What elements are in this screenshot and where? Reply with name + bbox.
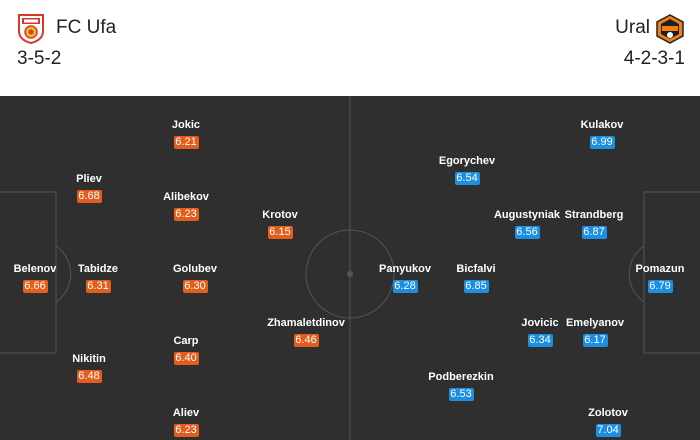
- player-zhamaletdinov[interactable]: Zhamaletdinov 6.46: [246, 316, 366, 348]
- player-egorychev[interactable]: Egorychev 6.54: [407, 154, 527, 186]
- player-name: Kulakov: [580, 119, 624, 131]
- player-name: Golubev: [172, 263, 217, 275]
- player-rating: 6.28: [392, 280, 418, 293]
- player-aliev[interactable]: Aliev 6.23: [126, 406, 246, 438]
- player-name: Aliev: [172, 407, 200, 419]
- player-rating: 6.46: [293, 334, 319, 347]
- player-name: Nikitin: [72, 353, 106, 365]
- player-kulakov[interactable]: Kulakov 6.99: [542, 118, 662, 150]
- player-name: Panyukov: [379, 263, 431, 275]
- player-rating: 6.15: [267, 226, 293, 239]
- lineup-header: FC Ufa 3-5-2 Ural 4-2-3-1: [0, 0, 700, 96]
- player-golubev[interactable]: Golubev 6.30: [135, 262, 255, 294]
- player-carp[interactable]: Carp 6.40: [126, 334, 246, 366]
- player-name: Pomazun: [635, 263, 685, 275]
- player-bicfalvi[interactable]: Bicfalvi 6.85: [416, 262, 536, 294]
- player-name: Krotov: [262, 209, 298, 221]
- player-alibekov[interactable]: Alibekov 6.23: [126, 190, 246, 222]
- player-name: Podberezkin: [428, 371, 494, 383]
- player-strandberg[interactable]: Strandberg 6.87: [534, 208, 654, 240]
- player-rating: 6.34: [527, 334, 553, 347]
- player-jokic[interactable]: Jokic 6.21: [126, 118, 246, 150]
- player-pliev[interactable]: Pliev 6.68: [29, 172, 149, 204]
- player-name: Pliev: [76, 173, 102, 185]
- player-rating: 6.48: [76, 370, 102, 383]
- player-rating: 6.99: [589, 136, 615, 149]
- pitch-markings: [0, 96, 700, 440]
- player-name: Carp: [173, 335, 199, 347]
- player-pomazun[interactable]: Pomazun 6.79: [600, 262, 700, 294]
- player-jovicic[interactable]: Jovicic 6.34: [480, 316, 600, 348]
- player-krotov[interactable]: Krotov 6.15: [220, 208, 340, 240]
- player-name: Strandberg: [564, 209, 624, 221]
- player-rating: 6.68: [76, 190, 102, 203]
- away-team-name[interactable]: Ural: [615, 17, 650, 38]
- player-emelyanov[interactable]: Emelyanov 6.17: [535, 316, 655, 348]
- home-team-name[interactable]: FC Ufa: [56, 17, 117, 38]
- player-rating: 6.21: [173, 136, 199, 149]
- player-nikitin[interactable]: Nikitin 6.48: [29, 352, 149, 384]
- player-name: Egorychev: [438, 155, 496, 167]
- player-name: Zolotov: [588, 407, 628, 419]
- home-formation: 3-5-2: [17, 48, 62, 69]
- player-rating: 6.40: [173, 352, 199, 365]
- player-zolotov[interactable]: Zolotov 7.04: [548, 406, 668, 438]
- player-name: Alibekov: [163, 191, 209, 203]
- player-rating: 6.79: [647, 280, 673, 293]
- player-name: Jovicic: [521, 317, 559, 329]
- player-rating: 6.23: [173, 208, 199, 221]
- player-rating: 7.04: [595, 424, 621, 437]
- player-name: Emelyanov: [565, 317, 625, 329]
- player-panyukov[interactable]: Panyukov 6.28: [345, 262, 465, 294]
- player-rating: 6.23: [173, 424, 199, 437]
- player-rating: 6.31: [85, 280, 111, 293]
- player-podberezkin[interactable]: Podberezkin 6.53: [401, 370, 521, 402]
- player-name: Jokic: [171, 119, 201, 131]
- away-formation: 4-2-3-1: [623, 48, 685, 69]
- player-name: Tabidze: [77, 263, 119, 275]
- player-rating: 6.17: [582, 334, 608, 347]
- player-rating: 6.54: [454, 172, 480, 185]
- ural-logo-icon: [656, 14, 684, 44]
- player-rating: 6.87: [581, 226, 607, 239]
- player-rating: 6.56: [514, 226, 540, 239]
- player-tabidze[interactable]: Tabidze 6.31: [38, 262, 158, 294]
- player-name: Augustyniak: [493, 209, 560, 221]
- player-belenov[interactable]: Belenov 6.66: [0, 262, 95, 294]
- player-name: Belenov: [13, 263, 57, 275]
- fc-ufa-logo-icon: [18, 14, 44, 44]
- player-rating: 6.66: [22, 280, 48, 293]
- player-rating: 6.85: [463, 280, 489, 293]
- player-rating: 6.53: [448, 388, 474, 401]
- player-name: Bicfalvi: [456, 263, 496, 275]
- player-rating: 6.30: [182, 280, 208, 293]
- pitch: Jokic 6.21 Pliev 6.68 Alibekov 6.23 Krot…: [0, 96, 700, 440]
- player-augustyniak[interactable]: Augustyniak 6.56: [467, 208, 587, 240]
- player-name: Zhamaletdinov: [267, 317, 345, 329]
